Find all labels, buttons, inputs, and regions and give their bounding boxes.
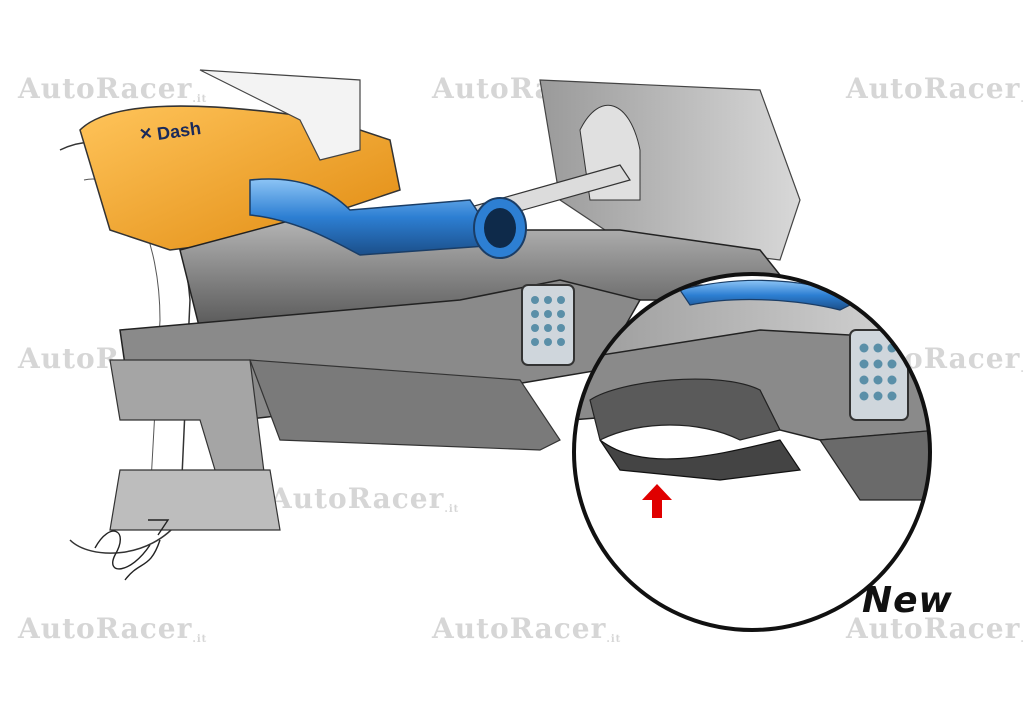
watermark: AutoRacer.it	[18, 72, 208, 105]
rain-light-icon	[531, 296, 565, 346]
new-label: New	[862, 580, 953, 621]
watermark: AutoRacer.it	[846, 612, 1024, 645]
red-up-arrow-icon	[642, 484, 672, 518]
zoom-circle	[572, 272, 932, 632]
rain-light-icon	[859, 343, 897, 401]
watermark: AutoRacer.it	[846, 72, 1024, 105]
zoom-detail	[574, 274, 930, 630]
diffuser	[249, 359, 561, 451]
watermark: AutoRacer.it	[432, 612, 622, 645]
diffuser-strake	[109, 469, 281, 531]
rear-body	[199, 69, 361, 161]
watermark: AutoRacer.it	[18, 612, 208, 645]
sponsor-logo: ✕	[138, 125, 154, 144]
watermark: AutoRacer.it	[270, 482, 460, 515]
signature	[94, 519, 170, 581]
